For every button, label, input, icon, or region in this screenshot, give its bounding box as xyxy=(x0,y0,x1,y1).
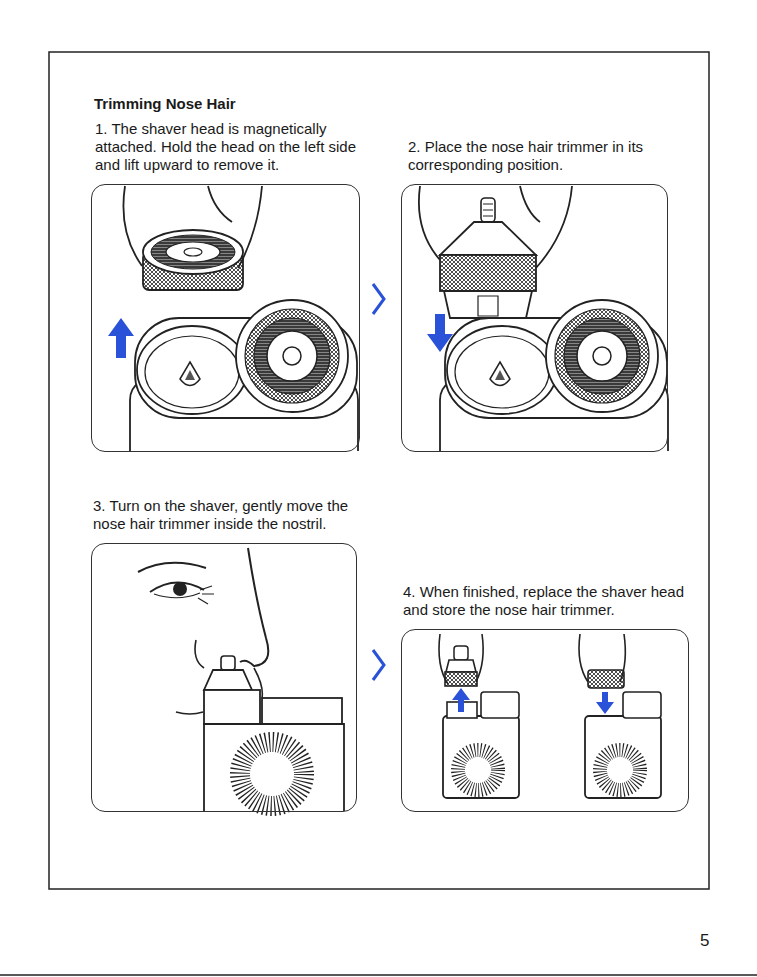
step-instruction: 4. When finished, replace the shaver hea… xyxy=(403,583,699,619)
attach-trimmer-figure xyxy=(419,186,668,451)
step-panel: 4. When finished, replace the shaver hea… xyxy=(401,629,689,812)
step-panel: 3. Turn on the shaver, gently move the n… xyxy=(91,543,357,812)
trimming-figure xyxy=(138,548,344,811)
step-instruction: 2. Place the nose hair trimmer in its co… xyxy=(408,138,670,174)
step-chevron xyxy=(373,650,384,680)
step-instruction: 3. Turn on the shaver, gently move the n… xyxy=(93,497,363,533)
page-rule xyxy=(0,974,757,976)
remove-head-figure xyxy=(108,186,358,451)
step-panel: 2. Place the nose hair trimmer in its co… xyxy=(401,184,668,452)
store-trimmer-figure xyxy=(439,634,661,798)
page-number: 5 xyxy=(700,931,709,951)
step-chevron xyxy=(373,284,384,314)
page-title: Trimming Nose Hair xyxy=(94,95,236,113)
step-instruction: 1. The shaver head is magnetically attac… xyxy=(95,120,370,174)
step-panel: 1. The shaver head is magnetically attac… xyxy=(91,184,360,452)
page-frame xyxy=(49,52,709,889)
